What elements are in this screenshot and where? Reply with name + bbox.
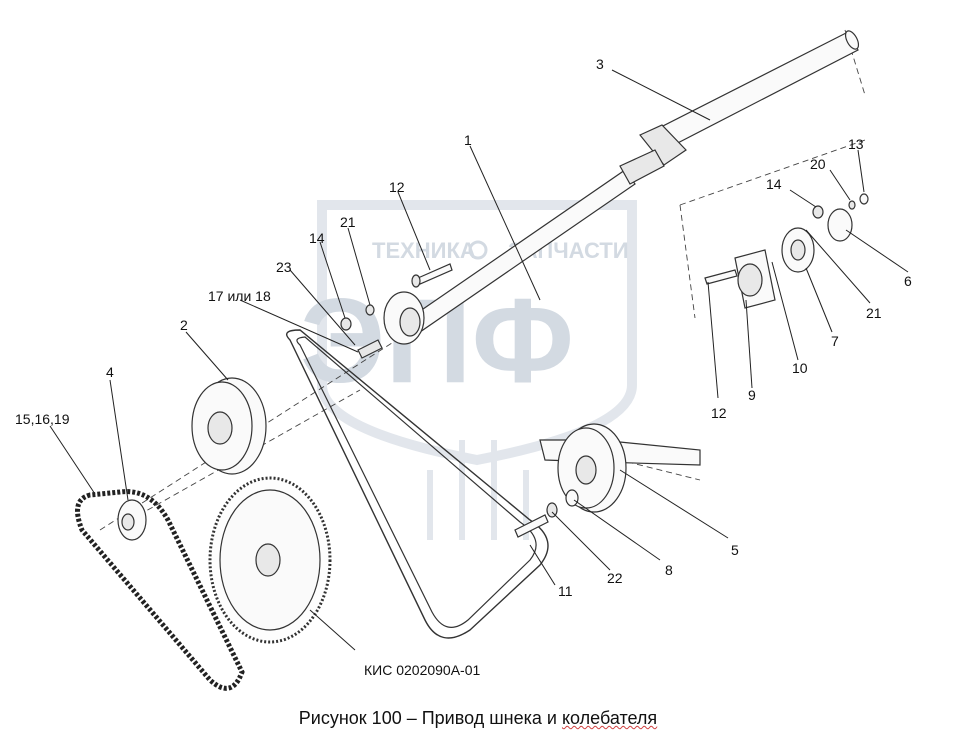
label-1: 1 — [464, 132, 472, 148]
label-21-left: 21 — [340, 214, 356, 230]
label-12-upper: 12 — [389, 179, 405, 195]
nut-part-14 — [340, 317, 352, 331]
gear-icon — [468, 240, 488, 260]
label-2: 2 — [180, 317, 188, 333]
label-5: 5 — [731, 542, 739, 558]
label-12-lower: 12 — [711, 405, 727, 421]
bolt-part-12-upper — [411, 263, 453, 288]
label-17-18: 17 или 18 — [208, 288, 271, 304]
label-14-left: 14 — [309, 230, 325, 246]
callouts: 3 1 12 21 14 23 17 или 18 2 4 15,16,19 К… — [15, 56, 912, 678]
figure-caption: Рисунок 100 – Привод шнека и колебателя — [0, 708, 956, 729]
caption-prefix: Рисунок 100 – Привод шнека и — [298, 708, 562, 728]
caption-suffix: колебателя — [561, 708, 658, 728]
pulley-part-5 — [539, 423, 701, 513]
label-code: КИС 0202090А-01 — [364, 662, 481, 678]
watermark-logo: ЭПФ — [300, 274, 574, 408]
label-13: 13 — [848, 136, 864, 152]
pulley-part-2 — [191, 377, 267, 475]
nut-part-21 — [365, 304, 375, 316]
label-9: 9 — [748, 387, 756, 403]
label-22: 22 — [607, 570, 623, 586]
label-21-right: 21 — [866, 305, 882, 321]
label-20: 20 — [810, 156, 826, 172]
leader-lines — [49, 69, 909, 651]
label-7: 7 — [831, 333, 839, 349]
bolt-part-12-lower — [704, 269, 738, 285]
label-14-right: 14 — [766, 176, 782, 192]
chain-part-15 — [75, 489, 245, 691]
watermark-brand-left: ТЕХНИКА — [372, 238, 476, 263]
belt-part-23 — [286, 329, 549, 639]
tube-part-3 — [639, 30, 860, 166]
label-3: 3 — [596, 56, 604, 72]
key-part-17 — [357, 339, 383, 359]
bolt-part-11 — [514, 514, 549, 538]
nut-part-14-right — [812, 205, 824, 219]
washer-part-8 — [565, 489, 579, 507]
bearing-hub — [383, 291, 425, 345]
sprocket-part-4 — [117, 499, 147, 541]
label-10: 10 — [792, 360, 808, 376]
bearing-part-7 — [781, 227, 815, 273]
label-23: 23 — [276, 259, 292, 275]
label-4: 4 — [106, 364, 114, 380]
label-11: 11 — [558, 583, 573, 599]
housing-part-9 — [734, 249, 776, 309]
label-15-16-19: 15,16,19 — [15, 411, 70, 427]
cap-part-6 — [827, 208, 853, 242]
nut-part-13 — [859, 193, 869, 205]
label-8: 8 — [665, 562, 673, 578]
label-6: 6 — [904, 273, 912, 289]
large-sprocket — [208, 476, 332, 644]
nut-part-20 — [848, 200, 856, 210]
washer-part-22 — [546, 502, 558, 518]
